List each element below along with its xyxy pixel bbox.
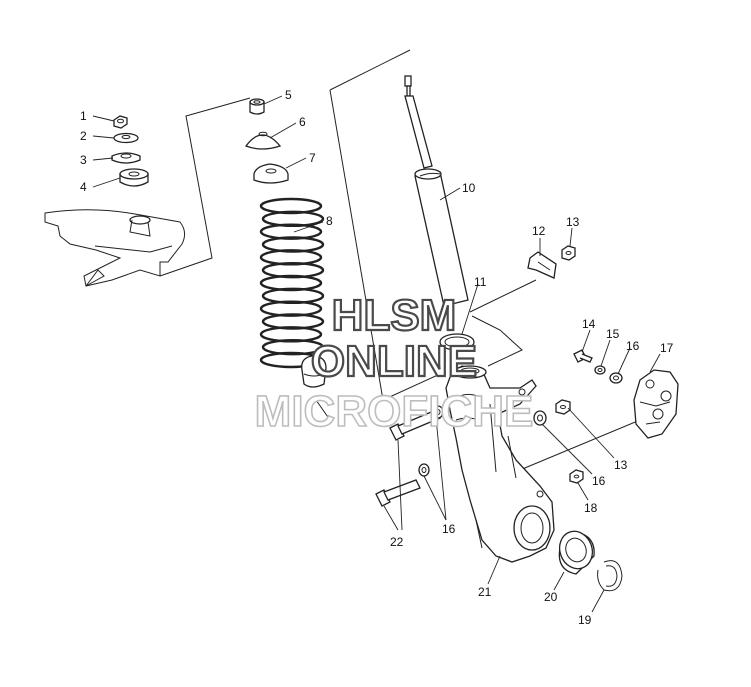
callout-13-upper: 13	[566, 215, 580, 229]
callout-15: 15	[606, 327, 620, 341]
seal-ring-item-11	[439, 333, 475, 351]
spring-seat-item-7	[253, 163, 289, 184]
callout-1: 1	[80, 109, 87, 123]
callout-4: 4	[80, 180, 87, 194]
callout-12: 12	[532, 224, 546, 238]
callout-2: 2	[80, 129, 87, 143]
strut-tower-mount	[44, 209, 186, 287]
bolt-item-14	[573, 349, 593, 363]
bolt-item-22-lower	[375, 479, 421, 507]
callout-14: 14	[582, 317, 596, 331]
nut-item-1	[113, 115, 128, 129]
callout-6: 6	[299, 115, 306, 129]
watermark: HLSM ONLINE MICROFICHE	[254, 290, 534, 437]
caliper-item-17	[633, 369, 679, 439]
steering-knuckle-item-21	[445, 365, 555, 563]
callout-5: 5	[285, 88, 292, 102]
snap-ring-item-19	[597, 560, 623, 592]
callout-3: 3	[80, 153, 87, 167]
callout-17: 17	[660, 341, 674, 355]
bushing-item-4	[119, 168, 149, 187]
strut-cartridge-item-10	[404, 75, 469, 307]
callout-21: 21	[478, 585, 492, 599]
nut-item-13-upper	[561, 245, 576, 261]
callout-13-lower: 13	[614, 458, 628, 472]
nut-item-18	[569, 469, 584, 484]
callout-19: 19	[578, 613, 592, 627]
nut-item-13-lower	[555, 399, 571, 415]
bracket-item-12	[527, 251, 557, 279]
washer-item-16-caliper	[609, 372, 623, 384]
callout-8: 8	[326, 214, 333, 228]
callout-20: 20	[544, 590, 558, 604]
washer-item-16-upper-bolt	[432, 405, 444, 419]
callout-16-caliper: 16	[626, 339, 640, 353]
callout-labels: 1 2 3 4 5 6 7 8 10 11 12 13 13 14 15 16 …	[80, 88, 674, 627]
callout-16-knuckle: 16	[592, 474, 606, 488]
callout-10: 10	[462, 181, 476, 195]
washer-item-16-lower-bolt	[418, 463, 430, 477]
wheel-bearing-item-20	[558, 530, 595, 575]
coil-spring-item-8	[259, 197, 325, 369]
alignment-lines	[159, 49, 641, 471]
washer-item-16-knuckle	[533, 410, 547, 426]
washer-item-2	[113, 132, 139, 144]
callout-7: 7	[309, 151, 316, 165]
bump-stop	[301, 355, 331, 421]
callout-16-bolts: 16	[442, 522, 456, 536]
watermark-line-3: MICROFICHE	[255, 387, 534, 436]
watermark-line-2: ONLINE	[311, 337, 477, 386]
callout-22: 22	[390, 535, 404, 549]
upper-insulator-item-6	[244, 131, 282, 150]
callout-11: 11	[474, 275, 487, 289]
washer-item-15	[594, 365, 606, 375]
washer-item-3	[111, 152, 141, 164]
watermark-line-1: HLSM	[332, 291, 457, 340]
spacer-item-5	[249, 98, 265, 115]
leader-lines	[92, 95, 661, 613]
callout-18: 18	[584, 501, 598, 515]
